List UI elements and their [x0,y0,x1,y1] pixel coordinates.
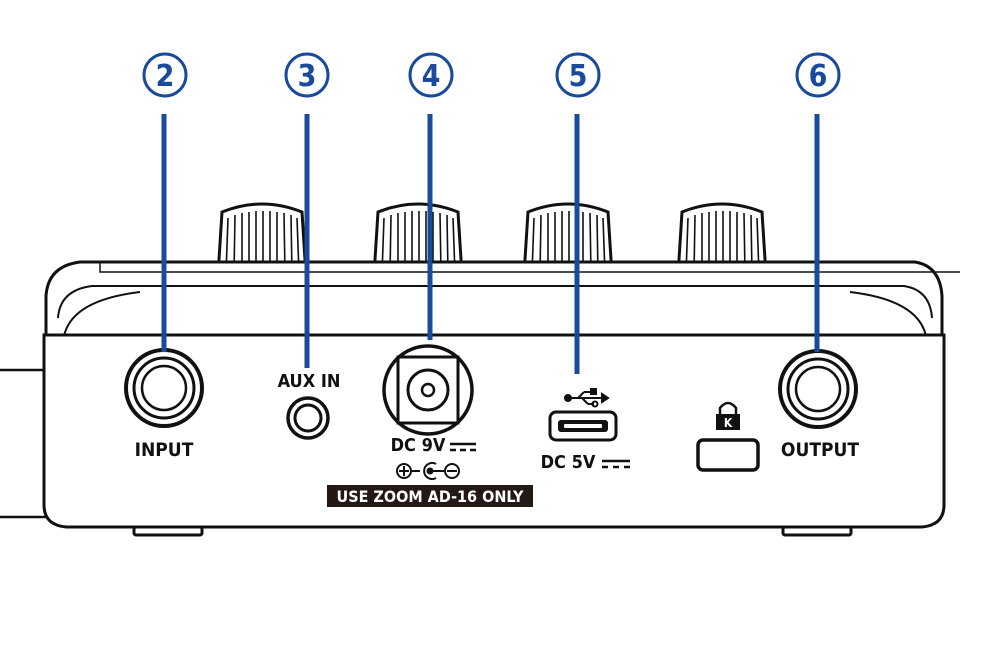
dc-5v-label: DC 5V [541,452,596,473]
aux-in-jack [286,396,330,440]
svg-text:K: K [724,416,733,430]
aux-in-label: AUX IN [278,371,341,392]
callout-number-6: 6 [809,59,828,94]
knob-2 [372,202,464,277]
callout-number-4: 4 [422,59,441,94]
device-body [42,260,960,537]
usb-port [548,410,618,442]
adapter-notice-box [327,485,533,507]
callout-number-3: 3 [298,59,317,94]
callout-5: 5 [555,52,601,374]
cable [0,368,46,519]
kensington-lock-icon: K [716,401,740,430]
callout-6: 6 [795,52,841,352]
kensington-slot [696,438,760,472]
dc-symbol-5v [602,459,630,469]
dc-9v-label: DC 9V [391,435,446,456]
callout-2: 2 [142,52,188,352]
usb-icon [564,388,610,408]
output-label: OUTPUT [781,439,859,461]
callout-4: 4 [408,52,454,340]
dc-9v-jack [382,344,474,436]
dc-polarity-icon [396,462,460,480]
input-label: INPUT [135,439,194,461]
callout-number-5: 5 [569,59,588,94]
callout-3: 3 [284,52,330,368]
callouts: 2 3 4 5 6 [142,52,841,374]
adapter-notice: USE ZOOM AD-16 ONLY [337,487,525,506]
dc-symbol-9v [450,442,476,452]
callout-number-2: 2 [156,59,175,94]
